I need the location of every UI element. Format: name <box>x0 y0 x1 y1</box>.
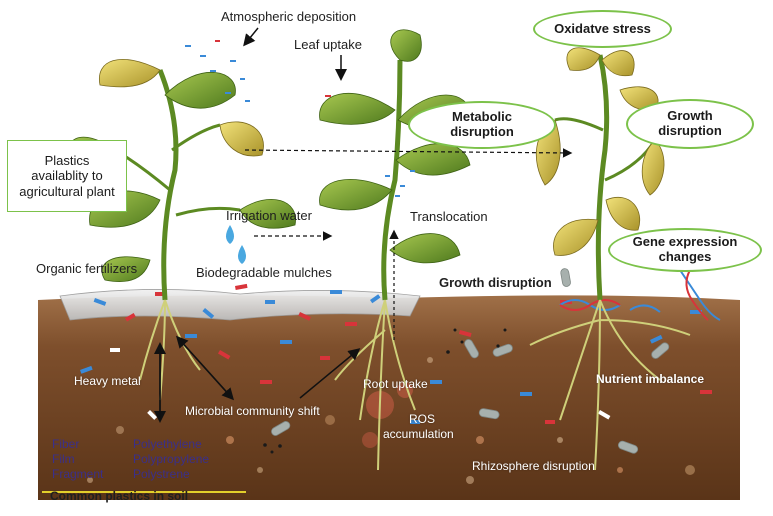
label-root-uptake: Root uptake <box>363 378 428 392</box>
label-atmospheric-deposition: Atmospheric deposition <box>221 10 356 25</box>
oval-gene-expression: Gene expression changes <box>608 228 762 272</box>
label-growth-disruption-soil: Growth disruption <box>439 276 552 291</box>
label-common-plastics: Common plastics in soil <box>50 490 188 504</box>
oval-metabolic-line2: disruption <box>450 125 514 140</box>
label-translocation: Translocation <box>410 210 488 225</box>
label-fragment: Fragment <box>52 468 103 482</box>
water-drops <box>226 225 246 264</box>
label-polypropylene: Polypropylene <box>133 453 209 467</box>
oval-metabolic-disruption: Metabolic disruption <box>408 101 556 149</box>
label-organic-fertilizers: Organic fertilizers <box>36 262 137 277</box>
box-plastics-line1: Plastics <box>45 153 90 169</box>
label-polystrene: Polystrene <box>133 468 190 482</box>
oval-gene-line2: changes <box>659 250 712 265</box>
oval-metabolic-line1: Metabolic <box>452 110 512 125</box>
label-rhizosphere: Rhizosphere disruption <box>472 460 595 474</box>
label-leaf-uptake: Leaf uptake <box>294 38 362 53</box>
label-irrigation-water: Irrigation water <box>226 209 312 224</box>
box-plastics-line3: agricultural plant <box>19 184 114 200</box>
label-polyethylene: Polyethylene <box>133 438 202 452</box>
label-film: Film <box>52 453 75 467</box>
label-biodegradable-mulches: Biodegradable mulches <box>196 266 332 281</box>
box-plastics-availability: Plastics availablity to agricultural pla… <box>7 140 127 212</box>
label-fiber: Fiber <box>52 438 79 452</box>
oval-growth-line1: Growth <box>667 109 713 124</box>
box-plastics-line2: availablity to <box>31 168 103 184</box>
label-ros-1: ROS <box>409 413 435 427</box>
oval-oxidative-stress-text: Oxidatve stress <box>554 22 651 37</box>
oval-growth-disruption: Growth disruption <box>626 99 754 149</box>
oval-gene-line1: Gene expression <box>633 235 738 250</box>
oval-growth-line2: disruption <box>658 124 722 139</box>
label-heavy-metal: Heavy metal <box>74 375 141 389</box>
label-microbial-shift: Microbial community shift <box>185 405 320 419</box>
oval-oxidative-stress: Oxidatve stress <box>533 10 672 48</box>
label-nutrient-imbalance: Nutrient imbalance <box>596 373 704 387</box>
label-ros-2: accumulation <box>383 428 454 442</box>
